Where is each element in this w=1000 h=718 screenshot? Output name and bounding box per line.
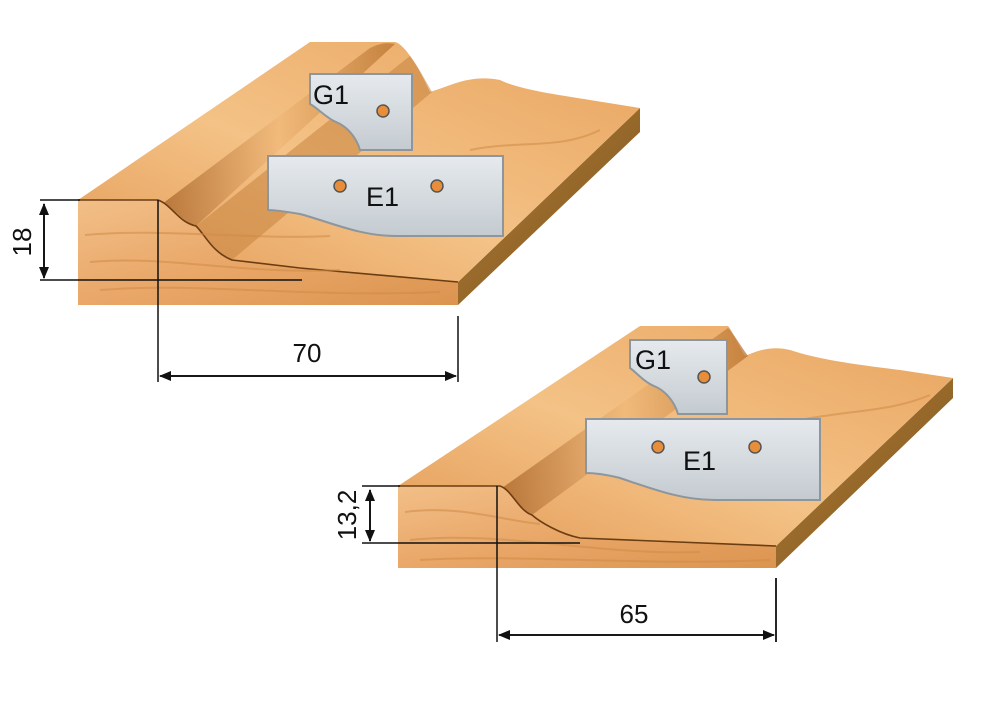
knife-g1-label-1: G1 (313, 80, 349, 110)
knife-hole (697, 370, 711, 384)
knife-e1-label-2: E1 (683, 446, 716, 476)
knife-hole (651, 440, 665, 454)
width-dimension-1: 70 (157, 200, 459, 382)
width-value-1: 70 (293, 338, 322, 368)
knife-hole (748, 440, 762, 454)
profile-1: G1 E1 18 70 (7, 42, 640, 382)
board-2-front-face (398, 486, 776, 568)
knife-g1-label-2: G1 (635, 345, 671, 375)
knife-g1-profile-2: G1 (629, 339, 728, 415)
height-value-1: 18 (7, 228, 37, 257)
knife-hole (376, 104, 390, 118)
height-value-2: 13,2 (332, 490, 362, 541)
knife-e1-profile-2: E1 (585, 418, 821, 501)
width-value-2: 65 (620, 599, 649, 629)
knife-e1-profile-1: E1 (267, 155, 504, 237)
knife-g1-profile-1: G1 (309, 73, 413, 151)
width-dimension-2: 65 (496, 486, 777, 642)
board-1-grain (84, 129, 601, 295)
board-1-side-face (458, 108, 640, 305)
height-dimension-2: 13,2 (332, 485, 580, 544)
knife-hole (333, 179, 347, 193)
board-1-front-face (78, 200, 458, 305)
knife-e1-label-1: E1 (366, 182, 399, 212)
knife-hole (430, 179, 444, 193)
board-1-profile-edge (78, 199, 459, 283)
profile-2: G1 E1 13,2 65 (332, 326, 953, 642)
height-dimension-1: 18 (7, 199, 302, 281)
board-2-side-face (776, 378, 953, 568)
board-2-profile-edge (398, 485, 777, 547)
